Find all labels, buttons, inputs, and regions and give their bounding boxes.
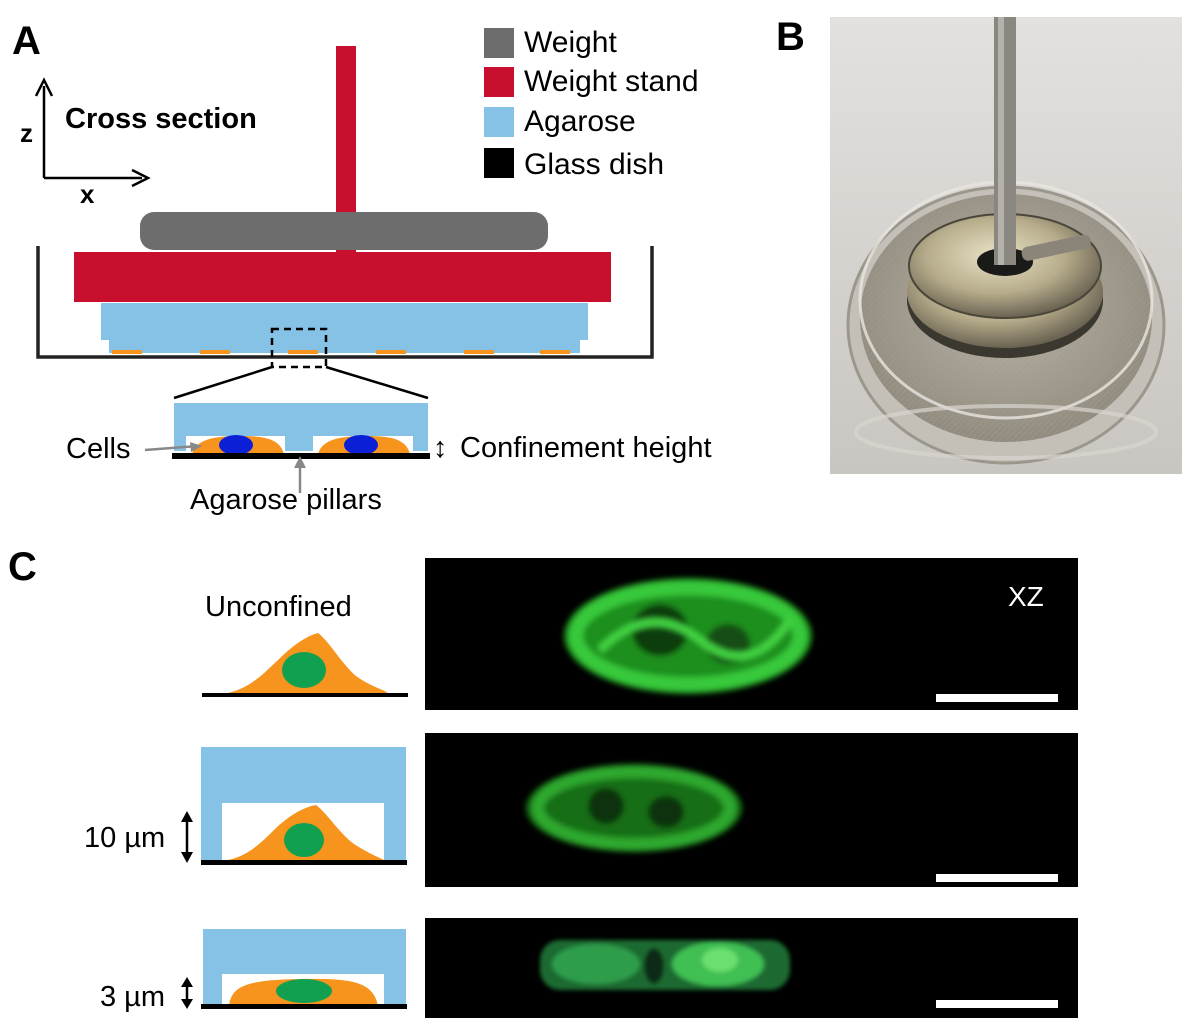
device-photo	[830, 17, 1182, 474]
legend-swatch-agarose	[484, 107, 514, 137]
panel-label-c: C	[8, 545, 37, 589]
axis-x-label: x	[80, 179, 95, 209]
scale-bar-2	[936, 874, 1058, 882]
unconfined-label: Unconfined	[205, 591, 352, 623]
confinement-height-arrow: ↕	[433, 432, 448, 464]
panel-label-a: A	[12, 19, 41, 63]
agarose-pillars-label: Agarose pillars	[190, 484, 382, 516]
legend-swatch-weight-stand	[484, 67, 514, 97]
legend-swatch-glass-dish	[484, 148, 514, 178]
agarose-gel	[101, 303, 588, 340]
inset-glass	[172, 453, 430, 459]
weight-stand-base	[74, 252, 611, 302]
inset-nucleus-1	[219, 435, 253, 455]
cross-section-title: Cross section	[65, 103, 257, 135]
sketch-unconfined: Unconfined	[202, 591, 408, 697]
axis-z-label: z	[20, 118, 33, 148]
nucleus-10um	[284, 823, 324, 857]
micrograph-unconfined: XZ	[425, 558, 1078, 710]
glass-3um	[201, 1004, 407, 1009]
agarose-pillar-row	[112, 350, 570, 354]
legend: Weight Weight stand Agarose Glass dish	[484, 26, 699, 181]
glass-dish-outline	[36, 246, 654, 359]
legend-label-weight: Weight	[524, 26, 617, 59]
weight-block	[140, 212, 548, 250]
legend-swatch-weight	[484, 28, 514, 58]
confinement-height-label: Confinement height	[460, 432, 712, 464]
micrograph-3um	[425, 918, 1078, 1018]
micrograph-10um	[425, 733, 1078, 887]
sketch-3um: 3 µm	[100, 929, 407, 1013]
zoom-region-box	[270, 327, 328, 369]
view-label-xz: XZ	[1008, 581, 1044, 612]
legend-label-weight-stand: Weight stand	[524, 65, 699, 98]
cells-label: Cells	[66, 433, 130, 465]
panel-label-b: B	[776, 15, 805, 59]
sketch-10um: 10 µm	[84, 747, 407, 865]
confinement-inset: Cells Agarose pillars ↕ Confinement heig…	[66, 403, 712, 516]
inset-nucleus-2	[344, 435, 378, 455]
scale-bar-1	[936, 694, 1058, 702]
legend-label-agarose: Agarose	[524, 105, 636, 138]
nucleus-unconfined	[282, 652, 326, 688]
axis-indicator: z x	[20, 77, 151, 209]
height-label-3um: 3 µm	[100, 981, 165, 1013]
scale-bar-3	[936, 1000, 1058, 1008]
height-label-10um: 10 µm	[84, 822, 165, 854]
device-schematic	[36, 46, 654, 400]
glass-10um	[201, 860, 407, 865]
legend-label-glass-dish: Glass dish	[524, 148, 664, 181]
glass-unconfined	[202, 693, 408, 697]
nucleus-3um	[276, 979, 332, 1003]
